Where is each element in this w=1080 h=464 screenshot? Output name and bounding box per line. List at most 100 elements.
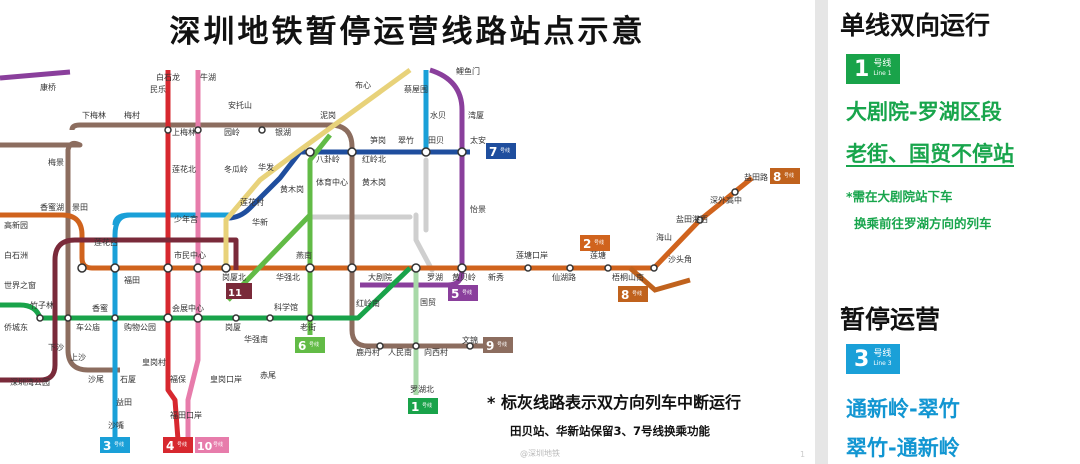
map-line-badges: 7 号线 8 号线 2 号线 5 号线 8 号线 6 号线: [100, 143, 800, 453]
station-marker[interactable]: [306, 314, 314, 322]
station-label: 莲花村: [240, 197, 264, 207]
line3-badge-number: 3: [854, 346, 870, 372]
line9-path[interactable]: [0, 122, 500, 373]
station-label: 益田: [116, 397, 132, 407]
station-marker[interactable]: [731, 188, 739, 196]
station-marker[interactable]: [194, 126, 202, 134]
station-label: 深圳湾公园: [10, 377, 50, 387]
line4-path[interactable]: [165, 70, 181, 441]
line11-path[interactable]: [0, 237, 239, 383]
station-label: 安托山: [228, 100, 252, 110]
station-label: 新秀: [488, 272, 504, 282]
line3-upper[interactable]: [112, 212, 230, 226]
station-marker[interactable]: [193, 313, 203, 323]
station-label: 少年宫: [174, 214, 198, 224]
station-marker[interactable]: [411, 263, 421, 273]
svg-text:4: 4: [166, 439, 174, 453]
line2-path[interactable]: [0, 176, 754, 271]
station-marker[interactable]: [36, 314, 44, 322]
line7-path[interactable]: [227, 149, 470, 221]
station-marker[interactable]: [566, 264, 574, 272]
station-marker[interactable]: [163, 263, 173, 273]
line1-section-text: 大剧院-罗湖区段: [846, 100, 1002, 124]
station-label: 莲塘: [590, 250, 606, 260]
station-marker[interactable]: [164, 126, 172, 134]
station-label: 罗湖北: [410, 385, 434, 394]
station-marker[interactable]: [412, 342, 420, 350]
station-marker[interactable]: [193, 263, 203, 273]
station-marker[interactable]: [457, 147, 467, 157]
station-label: 怡景: [470, 204, 486, 214]
line1-transfer-note-1: *需在大剧院站下车: [846, 189, 953, 204]
station-label: 世界之窗: [4, 280, 36, 290]
page-title: 深圳地铁暂停运营线路站点示意: [169, 14, 646, 50]
panel-divider: [815, 0, 828, 464]
map-badge-line11: 11: [226, 283, 252, 299]
station-marker[interactable]: [524, 264, 532, 272]
station-marker[interactable]: [266, 314, 274, 322]
station-label: 岗厦: [225, 323, 241, 332]
svg-text:5: 5: [451, 287, 459, 301]
station-label: 白石洲: [4, 250, 28, 260]
station-label: 上梅林: [172, 127, 196, 137]
line8-path[interactable]: [223, 67, 412, 268]
station-label: 华强南: [244, 334, 268, 344]
station-marker[interactable]: [305, 263, 315, 273]
station-label: 体育中心: [316, 177, 348, 187]
station-labels: 康桥 民乐 白石龙 下梅林 梅村 上梅林 莲花北 冬瓜岭 园岭 银湖 泥岗 笋岗…: [4, 66, 768, 430]
station-marker[interactable]: [77, 263, 87, 273]
svg-text:号线: 号线: [462, 289, 472, 296]
line1-transfer-note-2: 换乘前往罗湖方向的列车: [854, 216, 992, 231]
station-label: 车公庙: [76, 322, 100, 332]
line1-badge-en: Line 1: [873, 70, 892, 77]
station-label: 福田口岸: [170, 411, 202, 420]
station-marker[interactable]: [258, 126, 266, 134]
svg-text:2: 2: [583, 237, 591, 251]
svg-text:3: 3: [103, 439, 111, 453]
map-badge-line9: 9 号线: [483, 337, 513, 353]
metro-map-svg[interactable]: 7 号线 8 号线 2 号线 5 号线 8 号线 6 号线: [0, 0, 815, 464]
station-marker[interactable]: [163, 313, 173, 323]
station-label: 竹子林: [30, 300, 54, 310]
station-label: 莲花西: [94, 237, 118, 247]
station-label: 冬瓜岭: [224, 164, 248, 174]
station-label: 田贝: [428, 136, 444, 145]
station-label: 向西村: [424, 347, 448, 357]
map-badge-line4: 4 号线: [163, 437, 193, 453]
station-label: 福保: [170, 374, 186, 384]
station-marker[interactable]: [696, 216, 704, 224]
station-marker[interactable]: [110, 263, 120, 273]
watermark: @深圳地铁: [520, 449, 560, 458]
station-marker[interactable]: [221, 263, 231, 273]
station-marker[interactable]: [650, 264, 658, 272]
svg-text:1: 1: [411, 400, 419, 414]
station-marker[interactable]: [305, 147, 315, 157]
station-label: 八卦岭: [316, 154, 340, 164]
svg-text:10: 10: [197, 440, 213, 453]
station-label: 会展中心: [172, 303, 204, 313]
station-label: 景田: [72, 203, 88, 212]
station-marker[interactable]: [466, 342, 474, 350]
svg-text:号线: 号线: [213, 441, 223, 448]
station-label: 高新园: [4, 220, 28, 230]
bidirectional-heading: 单线双向运行: [840, 11, 991, 40]
suspended-line-segment-mid[interactable]: [413, 212, 435, 273]
station-marker[interactable]: [347, 263, 357, 273]
line8-east[interactable]: [628, 266, 691, 293]
station-marker[interactable]: [457, 263, 467, 273]
station-marker[interactable]: [111, 314, 119, 322]
station-marker[interactable]: [376, 342, 384, 350]
line1-path[interactable]: [0, 266, 412, 321]
line10-path[interactable]: [185, 70, 201, 440]
station-marker[interactable]: [64, 314, 72, 322]
station-label: 黄木岗: [362, 177, 386, 187]
station-label: 康桥: [40, 82, 56, 92]
station-marker[interactable]: [421, 147, 431, 157]
metro-map[interactable]: 7 号线 8 号线 2 号线 5 号线 8 号线 6 号线: [0, 0, 815, 464]
map-badge-line1: 1 号线: [408, 398, 438, 414]
service-status-panel: 单线双向运行 1 号线 Line 1 大剧院-罗湖区段 老街、国贸不停站 *需在…: [828, 0, 1080, 464]
station-marker[interactable]: [347, 147, 357, 157]
svg-text:号线: 号线: [309, 341, 319, 348]
station-marker[interactable]: [232, 314, 240, 322]
station-marker[interactable]: [604, 264, 612, 272]
